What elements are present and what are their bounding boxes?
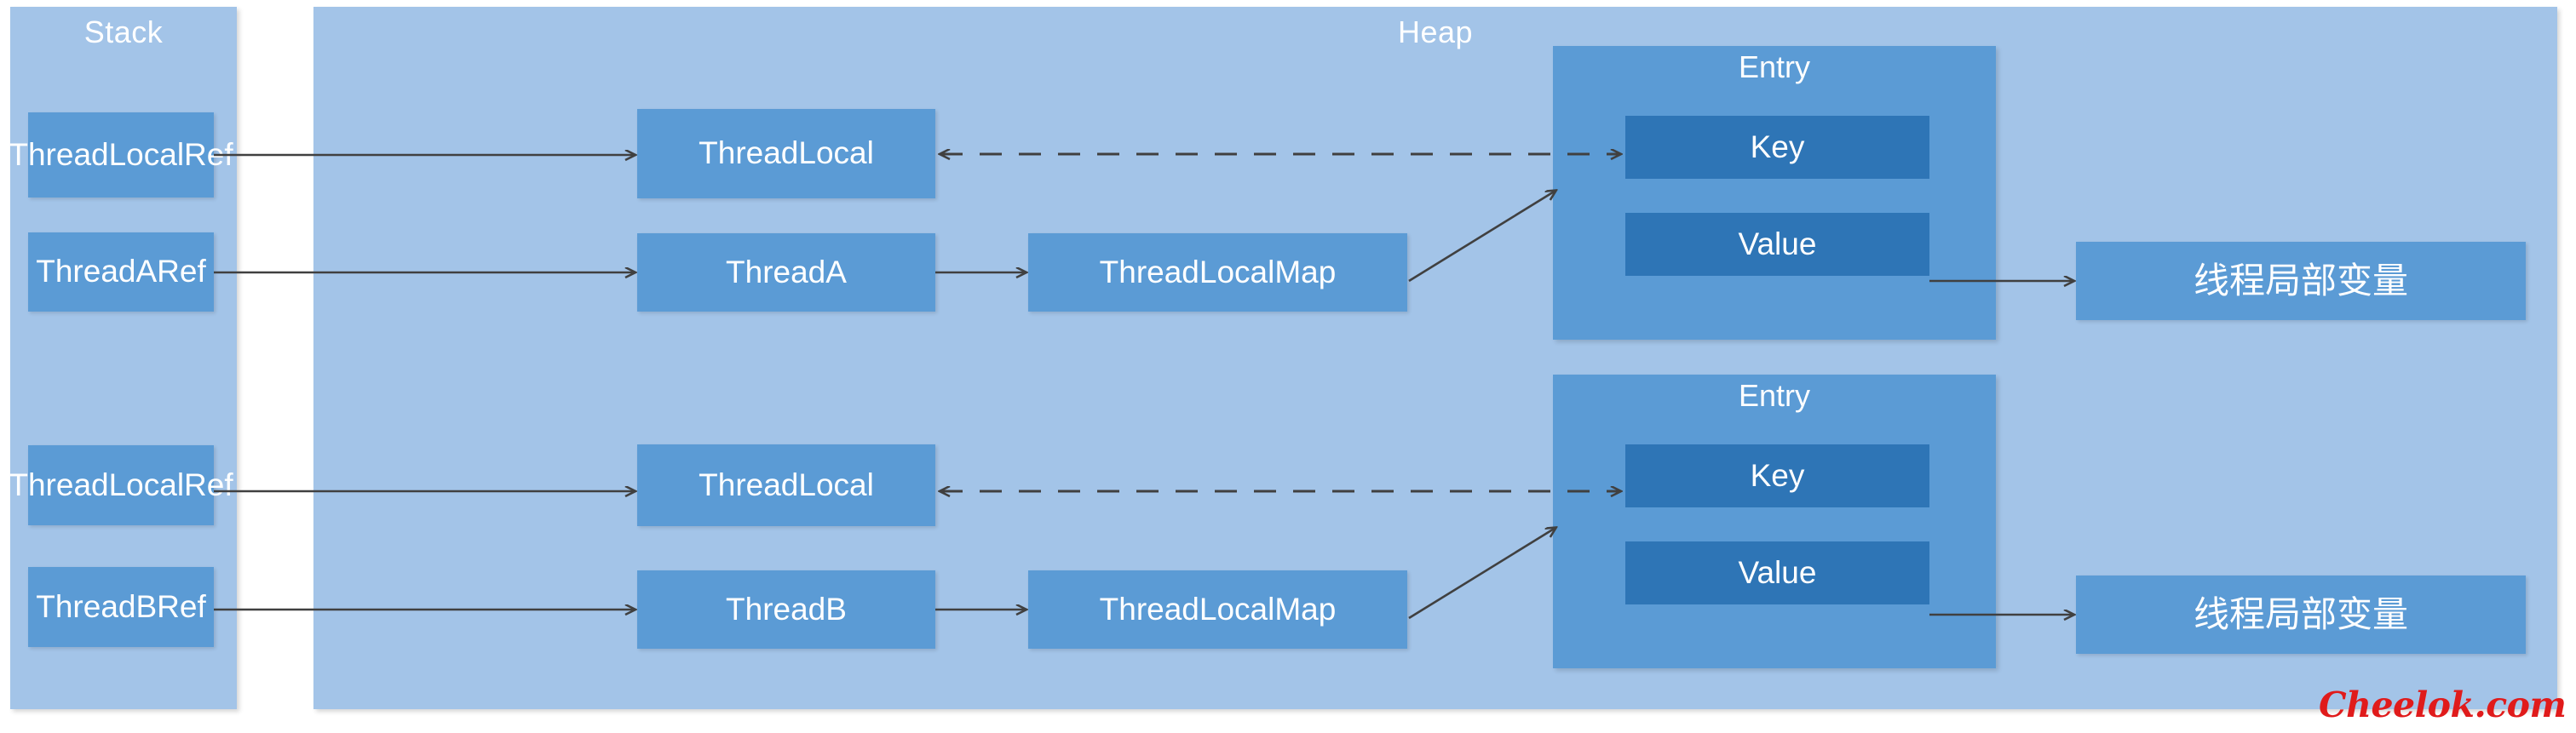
node-thread-local-variable-b[interactable]: 线程局部变量 [2076,576,2526,654]
node-label: 线程局部变量 [2193,593,2408,634]
entry-a-key[interactable]: Key [1625,116,1929,179]
entry-a[interactable]: Entry Key Value [1553,46,1996,340]
entry-b-value[interactable]: Value [1625,541,1929,604]
node-label: ThreadLocal [699,467,874,502]
node-label: ThreadBRef [36,588,206,624]
node-threadlocal-b[interactable]: ThreadLocal [637,444,935,526]
node-threada[interactable]: ThreadA [637,233,935,312]
node-threadaref[interactable]: ThreadARef [28,232,214,312]
entry-key-label: Key [1750,129,1805,164]
entry-a-value[interactable]: Value [1625,213,1929,276]
node-threadlocal-a[interactable]: ThreadLocal [637,109,935,198]
region-heap-title: Heap [1397,14,1474,49]
node-threadlocalref-b[interactable]: ThreadLocalRef [9,445,233,525]
entry-b[interactable]: Entry Key Value [1553,375,1996,668]
node-threadb[interactable]: ThreadB [637,570,935,649]
entry-value-label: Value [1738,226,1817,261]
node-label: ThreadLocalMap [1099,591,1337,627]
node-threadlocalmap-a[interactable]: ThreadLocalMap [1028,233,1407,312]
node-label: ThreadB [726,591,847,627]
entry-key-label: Key [1750,458,1805,493]
node-label: 线程局部变量 [2193,260,2408,301]
node-threadbref[interactable]: ThreadBRef [28,567,214,647]
node-label: ThreadLocalRef [9,136,233,172]
entry-b-title: Entry [1738,378,1811,413]
watermark-cheelok: Cheelok.com [2319,684,2567,725]
node-label: ThreadLocal [699,135,874,171]
region-stack-title: Stack [83,14,164,49]
node-threadlocalref-a[interactable]: ThreadLocalRef [9,112,233,198]
node-label: ThreadLocalRef [9,467,233,502]
entry-b-key[interactable]: Key [1625,444,1929,507]
entry-value-label: Value [1738,555,1817,590]
node-label: ThreadLocalMap [1099,254,1337,289]
node-label: ThreadA [726,254,847,289]
node-label: ThreadARef [36,254,206,289]
node-thread-local-variable-a[interactable]: 线程局部变量 [2076,242,2526,320]
entry-a-title: Entry [1738,49,1811,84]
node-threadlocalmap-b[interactable]: ThreadLocalMap [1028,570,1407,649]
